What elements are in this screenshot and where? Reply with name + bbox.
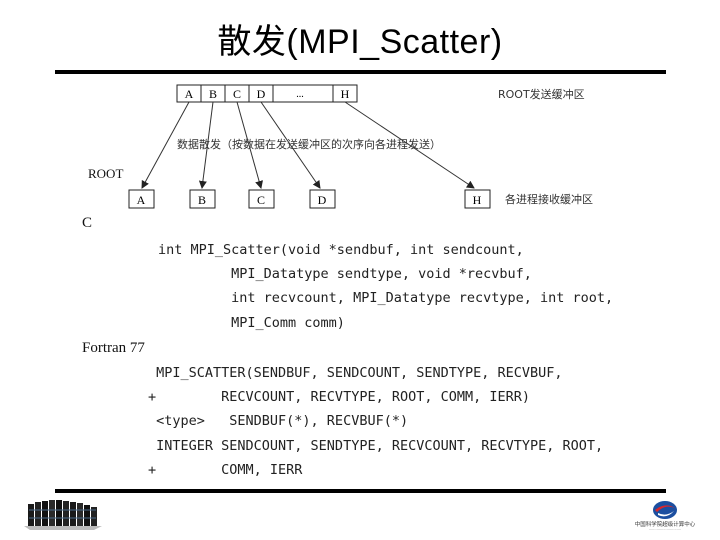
top-divider (55, 70, 666, 74)
scatter-arrows (141, 101, 475, 189)
c-code-line: int recvcount, MPI_Datatype recvtype, in… (158, 290, 614, 306)
arrow-h (344, 101, 475, 189)
recv-buffers: A B C D H (128, 189, 491, 209)
arrow-d (260, 101, 321, 189)
logo-text: 中国科学院超级计算中心 (634, 522, 696, 528)
logo-subtext-decoration: ····························· (648, 528, 682, 532)
c-section-label: C (82, 215, 93, 231)
fortran-code-line: INTEGER SENDCOUNT, SENDTYPE, RECVCOUNT, … (148, 438, 604, 454)
arrow-a (141, 101, 190, 189)
send-cell-ellipsis-text: ... (296, 89, 304, 100)
send-buffer: A B C D ... H (176, 84, 358, 103)
recv-cell-h-text: H (473, 193, 482, 207)
send-cell-b-text: B (209, 87, 217, 101)
slide-title: 散发(MPI_Scatter) (217, 23, 503, 61)
c-code-line: MPI_Comm comm) (158, 315, 345, 331)
recv-cell-c (248, 189, 275, 209)
send-cell-h-text: H (341, 87, 350, 101)
send-cell-a-text: A (185, 87, 194, 101)
fortran-section-label: Fortran 77 (82, 340, 145, 356)
supercomputer-logo-icon (24, 498, 102, 530)
scatter-label: 数据散发（按数据在发送缓冲区的次序向各进程发送） (177, 137, 441, 151)
recv-cell-a (128, 189, 155, 209)
bottom-divider (55, 489, 666, 493)
recv-cell-a-text: A (137, 193, 146, 207)
root-label: ROOT (88, 166, 123, 181)
fortran-code-line: + RECVCOUNT, RECVTYPE, ROOT, COMM, IERR) (148, 389, 531, 405)
send-cell-c-text: C (233, 87, 241, 101)
recv-buffer-label: 各进程接收缓冲区 (505, 192, 593, 206)
recv-cell-c-text: C (257, 193, 265, 207)
arrow-c (236, 101, 263, 189)
recv-cell-b (189, 189, 216, 209)
arrow-b (198, 101, 214, 189)
fortran-code-line: <type> SENDBUF(*), RECVBUF(*) (148, 413, 409, 429)
recv-cell-b-text: B (198, 193, 206, 207)
recv-cell-d-text: D (318, 193, 327, 207)
scatter-diagram: A B C D ... H ROOT发送缓冲区 数据散发（按数据在发送缓冲区的次… (88, 84, 593, 209)
fortran-code-line: + COMM, IERR (148, 462, 303, 478)
recv-cell-h (464, 189, 491, 209)
recv-cell-d (309, 189, 336, 209)
cas-logo-icon (653, 501, 677, 519)
root-buffer-label: ROOT发送缓冲区 (498, 87, 585, 101)
send-cell-d-text: D (257, 87, 266, 101)
cas-supercomputing-logo: 中国科学院超级计算中心 ····························… (622, 500, 708, 534)
c-code-line: int MPI_Scatter(void *sendbuf, int sendc… (158, 242, 524, 258)
c-code-line: MPI_Datatype sendtype, void *recvbuf, (158, 266, 532, 282)
fortran-code-line: MPI_SCATTER(SENDBUF, SENDCOUNT, SENDTYPE… (148, 365, 563, 381)
